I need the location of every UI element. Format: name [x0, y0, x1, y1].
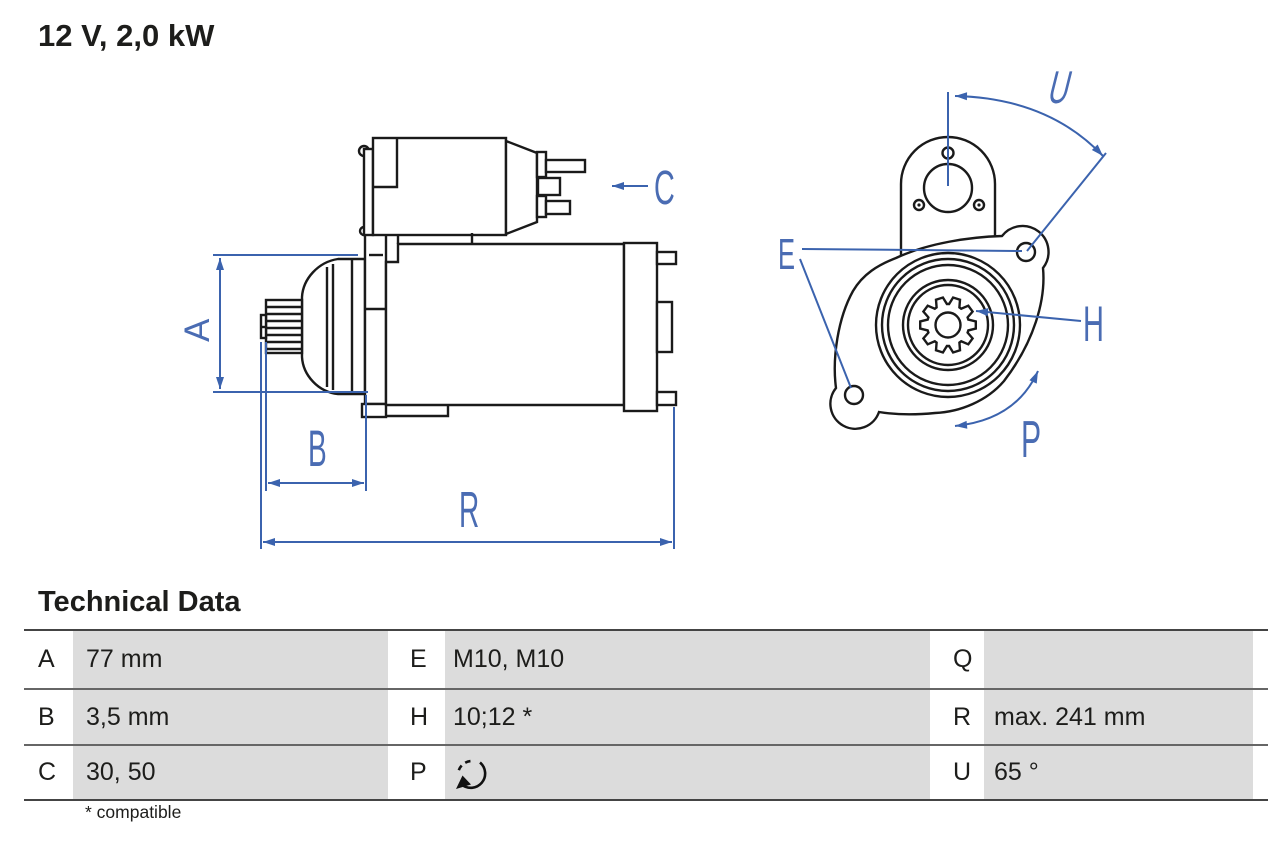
rotation-arc-p: [954, 370, 1039, 429]
table-row-spacer: [1253, 631, 1268, 688]
spec-value-q: [984, 631, 1253, 688]
compatibility-footnote: * compatible: [85, 802, 182, 822]
table-row: A 77 mm E M10, M10 Q: [24, 631, 1268, 688]
spec-key-r: R: [930, 690, 984, 744]
pinion-front: [919, 296, 977, 354]
side-view-drawing: [259, 136, 678, 419]
teeth-label-h: H: [1083, 296, 1104, 352]
spec-value-u: 65 °: [984, 746, 1253, 799]
pinion-side: [259, 298, 304, 355]
leader-e-lower: [799, 258, 852, 389]
dimension-label-a: A: [178, 318, 217, 342]
table-row: B 3,5 mm H 10;12 * R max. 241 mm: [24, 688, 1268, 744]
spec-key-a: A: [24, 631, 73, 688]
spec-key-e: E: [388, 631, 445, 688]
table-row-spacer: [1253, 690, 1268, 744]
leader-h: [975, 308, 1082, 322]
dimension-label-b: B: [308, 420, 327, 477]
leader-e-upper: [801, 248, 1023, 252]
table-row: C 30, 50 P U 65 °: [24, 744, 1268, 799]
rotation-clockwise-icon: [456, 759, 487, 789]
table-row-spacer: [1253, 746, 1268, 799]
technical-data-table: A 77 mm E M10, M10 Q B 3,5 mm H 10;12 * …: [24, 629, 1268, 801]
rotation-label-p: P: [1021, 412, 1041, 469]
spec-value-a: 77 mm: [73, 631, 388, 688]
side-view-dimensions: A B R C: [178, 162, 675, 549]
spec-key-h: H: [388, 690, 445, 744]
dimension-label-r: R: [459, 481, 479, 538]
technical-data-heading: Technical Data: [38, 586, 241, 618]
spec-value-c: 30, 50: [73, 746, 388, 799]
dimension-label-c: C: [654, 162, 675, 215]
spec-key-q: Q: [930, 631, 984, 688]
spec-value-r: max. 241 mm: [984, 690, 1253, 744]
angle-arc-u: [954, 92, 1104, 157]
spec-key-u: U: [930, 746, 984, 799]
spec-value-p: [445, 746, 930, 799]
bolt-label-e: E: [778, 229, 795, 279]
page-title: 12 V, 2,0 kW: [38, 18, 215, 53]
spec-value-h: 10;12 *: [445, 690, 930, 744]
spec-value-e: M10, M10: [445, 631, 930, 688]
angle-label-u: U: [1043, 63, 1076, 114]
spec-key-c: C: [24, 746, 73, 799]
technical-drawing: A B R C: [178, 63, 1107, 549]
spec-key-p: P: [388, 746, 445, 799]
solenoid-side: [357, 136, 587, 237]
front-view-drawing: [829, 135, 1050, 430]
spec-key-b: B: [24, 690, 73, 744]
spec-value-b: 3,5 mm: [73, 690, 388, 744]
